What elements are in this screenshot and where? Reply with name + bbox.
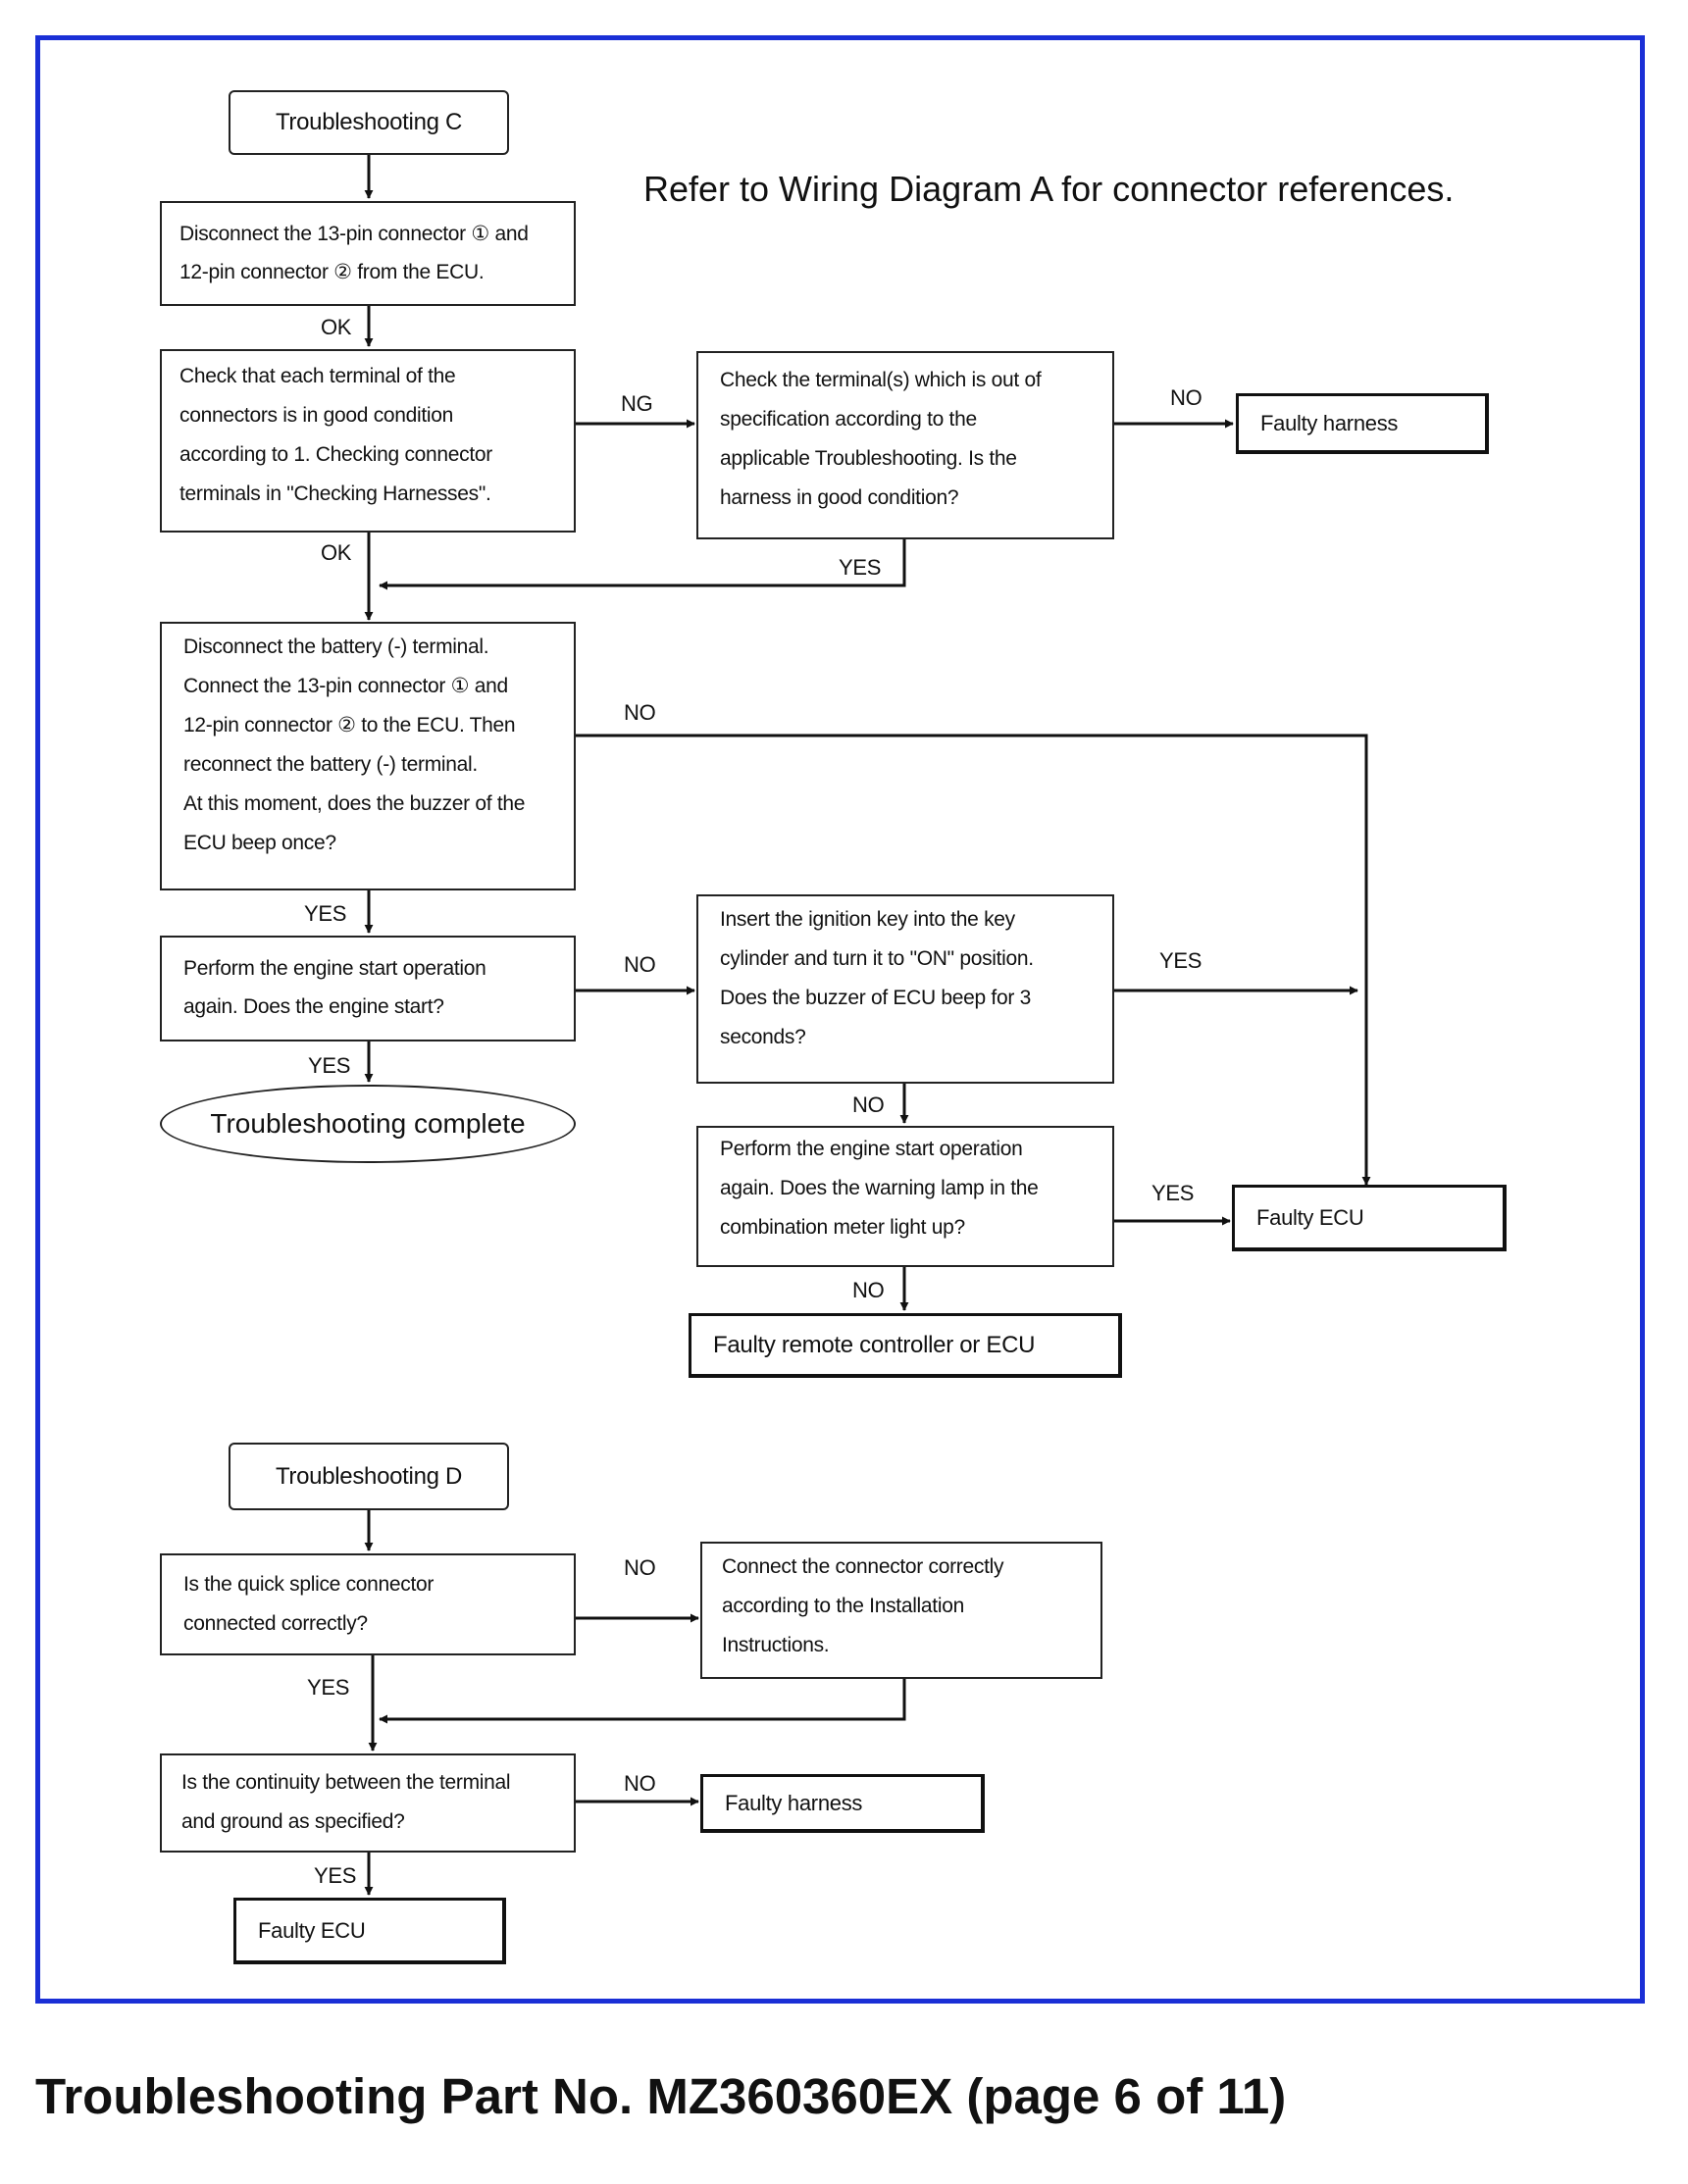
flow-c-faulty-remote-text: Faulty remote controller or ECU xyxy=(713,1331,1036,1358)
flow-c-faulty-harness-box: Faulty harness xyxy=(1236,393,1489,454)
flow-d-step1-no-text: Connect the connector correctly accordin… xyxy=(722,1555,1004,1656)
flow-c-step5-box: Insert the ignition key into the key cyl… xyxy=(696,894,1114,1084)
label-d-yes2: YES xyxy=(314,1863,357,1888)
flow-d-title-text: Troubleshooting D xyxy=(275,1462,463,1490)
label-c-no-start: NO xyxy=(624,952,656,977)
label-c-no-harness: NO xyxy=(1170,385,1202,410)
label-c-yes-beep3: YES xyxy=(1159,948,1202,973)
label-c-ng: NG xyxy=(621,391,653,416)
flow-d-step1-box: Is the quick splice connector connected … xyxy=(160,1553,576,1655)
flow-c-step3-box: Disconnect the battery (-) terminal. Con… xyxy=(160,622,576,890)
flow-d-step2-box: Is the continuity between the terminal a… xyxy=(160,1753,576,1853)
flow-c-step1-box: Disconnect the 13-pin connector ① and 12… xyxy=(160,201,576,306)
flow-c-step6-text: Perform the engine start operation again… xyxy=(720,1138,1039,1239)
flow-c-step3-text: Disconnect the battery (-) terminal. Con… xyxy=(183,635,526,854)
label-c-no-beep3: NO xyxy=(852,1092,885,1117)
label-d-no1: NO xyxy=(624,1555,656,1580)
flow-c-faulty-ecu-text: Faulty ECU xyxy=(1256,1204,1364,1230)
flow-c-step2-text: Check that each terminal of the connecto… xyxy=(179,365,492,505)
flow-d-faulty-ecu-text: Faulty ECU xyxy=(258,1917,366,1943)
flow-d-step1-text: Is the quick splice connector connected … xyxy=(183,1573,435,1635)
flow-c-step5-text: Insert the ignition key into the key cyl… xyxy=(720,908,1034,1048)
flow-c-ng-check-text: Check the terminal(s) which is out of sp… xyxy=(720,369,1042,509)
label-d-no2: NO xyxy=(624,1771,656,1796)
flow-d-faulty-harness-box: Faulty harness xyxy=(700,1774,985,1833)
arrow-d-return xyxy=(379,1679,906,1724)
flow-c-ng-check-box: Check the terminal(s) which is out of sp… xyxy=(696,351,1114,539)
page-footer-title: Troubleshooting Part No. MZ360360EX (pag… xyxy=(35,2068,1287,2124)
label-c-yes-start: YES xyxy=(304,901,347,926)
arrow-c-step3-no-to-ecu xyxy=(576,734,1371,1186)
flow-c-complete-terminator: Troubleshooting complete xyxy=(160,1085,576,1163)
flow-c-step4-text: Perform the engine start operation again… xyxy=(183,957,486,1018)
diagram-frame xyxy=(35,35,1645,2004)
label-c-ok2: OK xyxy=(321,540,352,565)
flow-d-step2-text: Is the continuity between the terminal a… xyxy=(181,1771,511,1833)
flow-c-faulty-ecu-box: Faulty ECU xyxy=(1232,1185,1507,1251)
flow-c-step4-box: Perform the engine start operation again… xyxy=(160,936,576,1041)
flow-d-title: Troubleshooting D xyxy=(229,1443,509,1510)
flow-c-step1-text: Disconnect the 13-pin connector ① and 12… xyxy=(179,223,529,283)
arrow-c-yes-return xyxy=(379,539,906,590)
flow-c-faulty-harness-text: Faulty harness xyxy=(1260,410,1399,435)
wiring-reference-note: Refer to Wiring Diagram A for connector … xyxy=(643,169,1455,209)
flow-c-faulty-remote-box: Faulty remote controller or ECU xyxy=(689,1313,1122,1378)
flow-c-title: Troubleshooting C xyxy=(229,90,509,155)
label-c-yes-lamp: YES xyxy=(1151,1181,1195,1205)
label-c-yes-back: YES xyxy=(839,555,882,580)
label-c-no-lamp: NO xyxy=(852,1278,885,1302)
label-c-ok1: OK xyxy=(321,315,352,339)
flow-d-step1-no-box: Connect the connector correctly accordin… xyxy=(700,1542,1102,1679)
flow-d-faulty-ecu-box: Faulty ECU xyxy=(233,1898,506,1964)
flow-c-step2-box: Check that each terminal of the connecto… xyxy=(160,349,576,533)
flow-c-step6-box: Perform the engine start operation again… xyxy=(696,1126,1114,1267)
label-c-yes-complete: YES xyxy=(308,1053,351,1078)
flow-c-complete-text: Troubleshooting complete xyxy=(210,1108,526,1139)
flow-d-faulty-harness-text: Faulty harness xyxy=(725,1790,863,1815)
flow-c-title-text: Troubleshooting C xyxy=(275,109,463,135)
label-d-yes1: YES xyxy=(307,1675,350,1700)
label-c-no-beep: NO xyxy=(624,700,656,725)
